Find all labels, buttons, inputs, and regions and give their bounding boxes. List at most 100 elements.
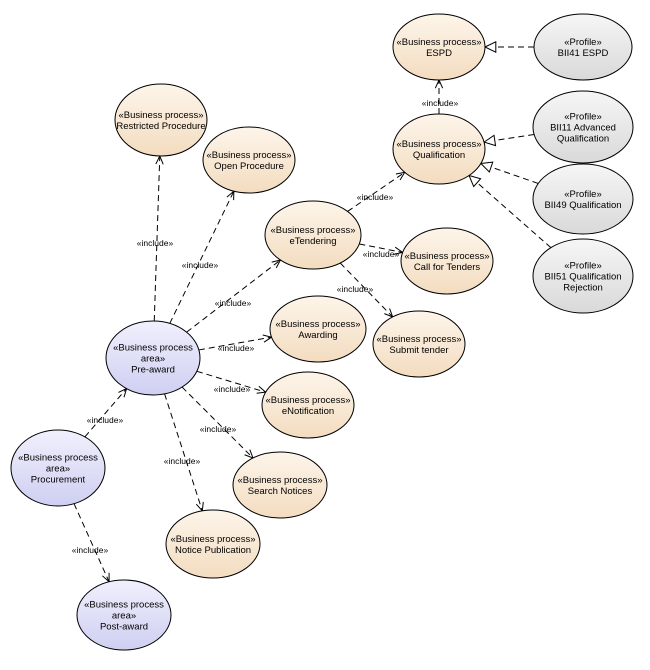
node-label: Search Notices bbox=[248, 486, 313, 497]
node-label: area» bbox=[141, 354, 165, 365]
edge-line bbox=[339, 262, 394, 318]
node-stereotype: «Business process bbox=[18, 453, 98, 464]
node-open[interactable]: «Business process»Open Procedure bbox=[202, 126, 296, 194]
include-arrowhead bbox=[262, 334, 273, 343]
edge-label-procurement-postaward: «include» bbox=[72, 545, 109, 555]
node-noticepub[interactable]: «Business process»Notice Publication bbox=[165, 509, 261, 579]
node-label: BII11 Advanced bbox=[550, 123, 616, 134]
edge-line bbox=[468, 175, 552, 249]
edge-bii41-espd bbox=[483, 40, 534, 54]
node-search[interactable]: «Business process»Search Notices bbox=[232, 451, 328, 519]
node-shape bbox=[10, 429, 106, 507]
edge-label-etendering-qualification: «include» bbox=[357, 192, 394, 202]
node-shape bbox=[392, 13, 486, 81]
node-label: Call for Tenders bbox=[414, 262, 481, 273]
edge-preaward-search bbox=[181, 386, 254, 459]
edge-line bbox=[186, 259, 281, 333]
node-shape bbox=[372, 310, 466, 378]
node-shape bbox=[232, 451, 328, 519]
realization-arrowhead bbox=[482, 134, 497, 147]
node-label: area» bbox=[112, 611, 136, 622]
edge-line bbox=[181, 386, 254, 459]
node-stereotype: «Business process» bbox=[404, 251, 489, 262]
node-stereotype: «Business process» bbox=[270, 225, 355, 236]
nodes-layer: «Business process»Restricted Procedure«B… bbox=[10, 13, 634, 651]
node-stereotype: «Business process» bbox=[206, 150, 291, 161]
edge-label-preaward-search: «include» bbox=[200, 424, 237, 434]
edge-label-preaward-restricted: «include» bbox=[137, 238, 174, 248]
node-espd[interactable]: «Business process»ESPD bbox=[392, 13, 486, 81]
node-stereotype: «Business process» bbox=[118, 110, 203, 121]
node-shape bbox=[165, 509, 261, 579]
edge-line bbox=[198, 336, 272, 351]
edge-line bbox=[153, 155, 161, 322]
node-label: Submit tender bbox=[389, 345, 448, 356]
node-bii41[interactable]: «Profile»BII41 ESPD bbox=[533, 13, 633, 81]
edge-label-preaward-noticepub: «include» bbox=[164, 456, 201, 466]
node-stereotype: «Business process» bbox=[170, 534, 255, 545]
node-label: eTendering bbox=[289, 236, 336, 247]
node-submit[interactable]: «Business process»Submit tender bbox=[372, 310, 466, 378]
node-shape bbox=[202, 126, 296, 194]
edge-bii51-qualification bbox=[468, 174, 552, 249]
node-calltenders[interactable]: «Business process»Call for Tenders bbox=[400, 227, 494, 295]
node-restricted[interactable]: «Business process»Restricted Procedure bbox=[114, 83, 208, 157]
edge-line bbox=[359, 243, 403, 253]
node-label: Post-award bbox=[100, 622, 148, 633]
edge-label-qualification-espd: «include» bbox=[422, 98, 459, 108]
node-label: Procurement bbox=[31, 475, 86, 486]
edge-label-preaward-awarding: «include» bbox=[218, 343, 255, 353]
node-awarding[interactable]: «Business process»Awarding bbox=[269, 295, 367, 363]
node-shape bbox=[392, 113, 486, 185]
node-label: Restricted Procedure bbox=[116, 121, 205, 132]
node-etendering[interactable]: «Business process»eTendering bbox=[264, 200, 362, 270]
node-shape bbox=[532, 238, 634, 314]
node-shape bbox=[114, 83, 208, 157]
node-label: BII41 ESPD bbox=[558, 48, 609, 59]
include-arrowhead bbox=[102, 572, 110, 583]
edge-bii49-qualification bbox=[479, 161, 539, 184]
node-label: BII49 Qualification bbox=[544, 200, 621, 211]
edge-label-etendering-submit: «include» bbox=[337, 284, 374, 294]
node-label: eNotification bbox=[282, 406, 334, 417]
node-label: area» bbox=[46, 464, 70, 475]
node-enotification[interactable]: «Business process»eNotification bbox=[261, 371, 355, 439]
node-label: ESPD bbox=[426, 48, 452, 59]
node-qualification[interactable]: «Business process»Qualification bbox=[392, 113, 486, 185]
node-stereotype: «Profile» bbox=[564, 37, 602, 48]
edge-preaward-etendering bbox=[186, 259, 282, 333]
edge-line bbox=[169, 190, 235, 324]
node-shape bbox=[76, 579, 172, 651]
include-arrowhead bbox=[395, 171, 406, 181]
realization-arrowhead bbox=[468, 174, 482, 188]
edges-layer bbox=[73, 40, 552, 583]
edge-line bbox=[196, 370, 266, 393]
edge-line bbox=[347, 171, 406, 212]
node-stereotype: «Business process» bbox=[376, 334, 461, 345]
node-shape bbox=[532, 163, 634, 235]
edge-line bbox=[164, 393, 203, 512]
node-label: Open Procedure bbox=[214, 161, 284, 172]
node-stereotype: «Business process bbox=[113, 343, 193, 354]
node-stereotype: «Profile» bbox=[564, 189, 602, 200]
edge-preaward-noticepub bbox=[164, 393, 204, 513]
node-stereotype: «Business process» bbox=[265, 395, 350, 406]
edge-label-preaward-enotification: «include» bbox=[214, 384, 251, 394]
node-label: Qualification bbox=[413, 150, 465, 161]
node-shape bbox=[269, 295, 367, 363]
node-label: Qualification bbox=[557, 134, 609, 145]
node-bii49[interactable]: «Profile»BII49 Qualification bbox=[532, 163, 634, 235]
node-label: Notice Publication bbox=[175, 545, 251, 556]
node-stereotype: «Business process» bbox=[396, 139, 481, 150]
edge-line bbox=[73, 503, 110, 583]
edge-procurement-postaward bbox=[73, 503, 110, 583]
node-stereotype: «Profile» bbox=[564, 261, 602, 272]
node-stereotype: «Business process» bbox=[237, 475, 322, 486]
edge-label-etendering-calltenders: «include» bbox=[363, 249, 400, 259]
